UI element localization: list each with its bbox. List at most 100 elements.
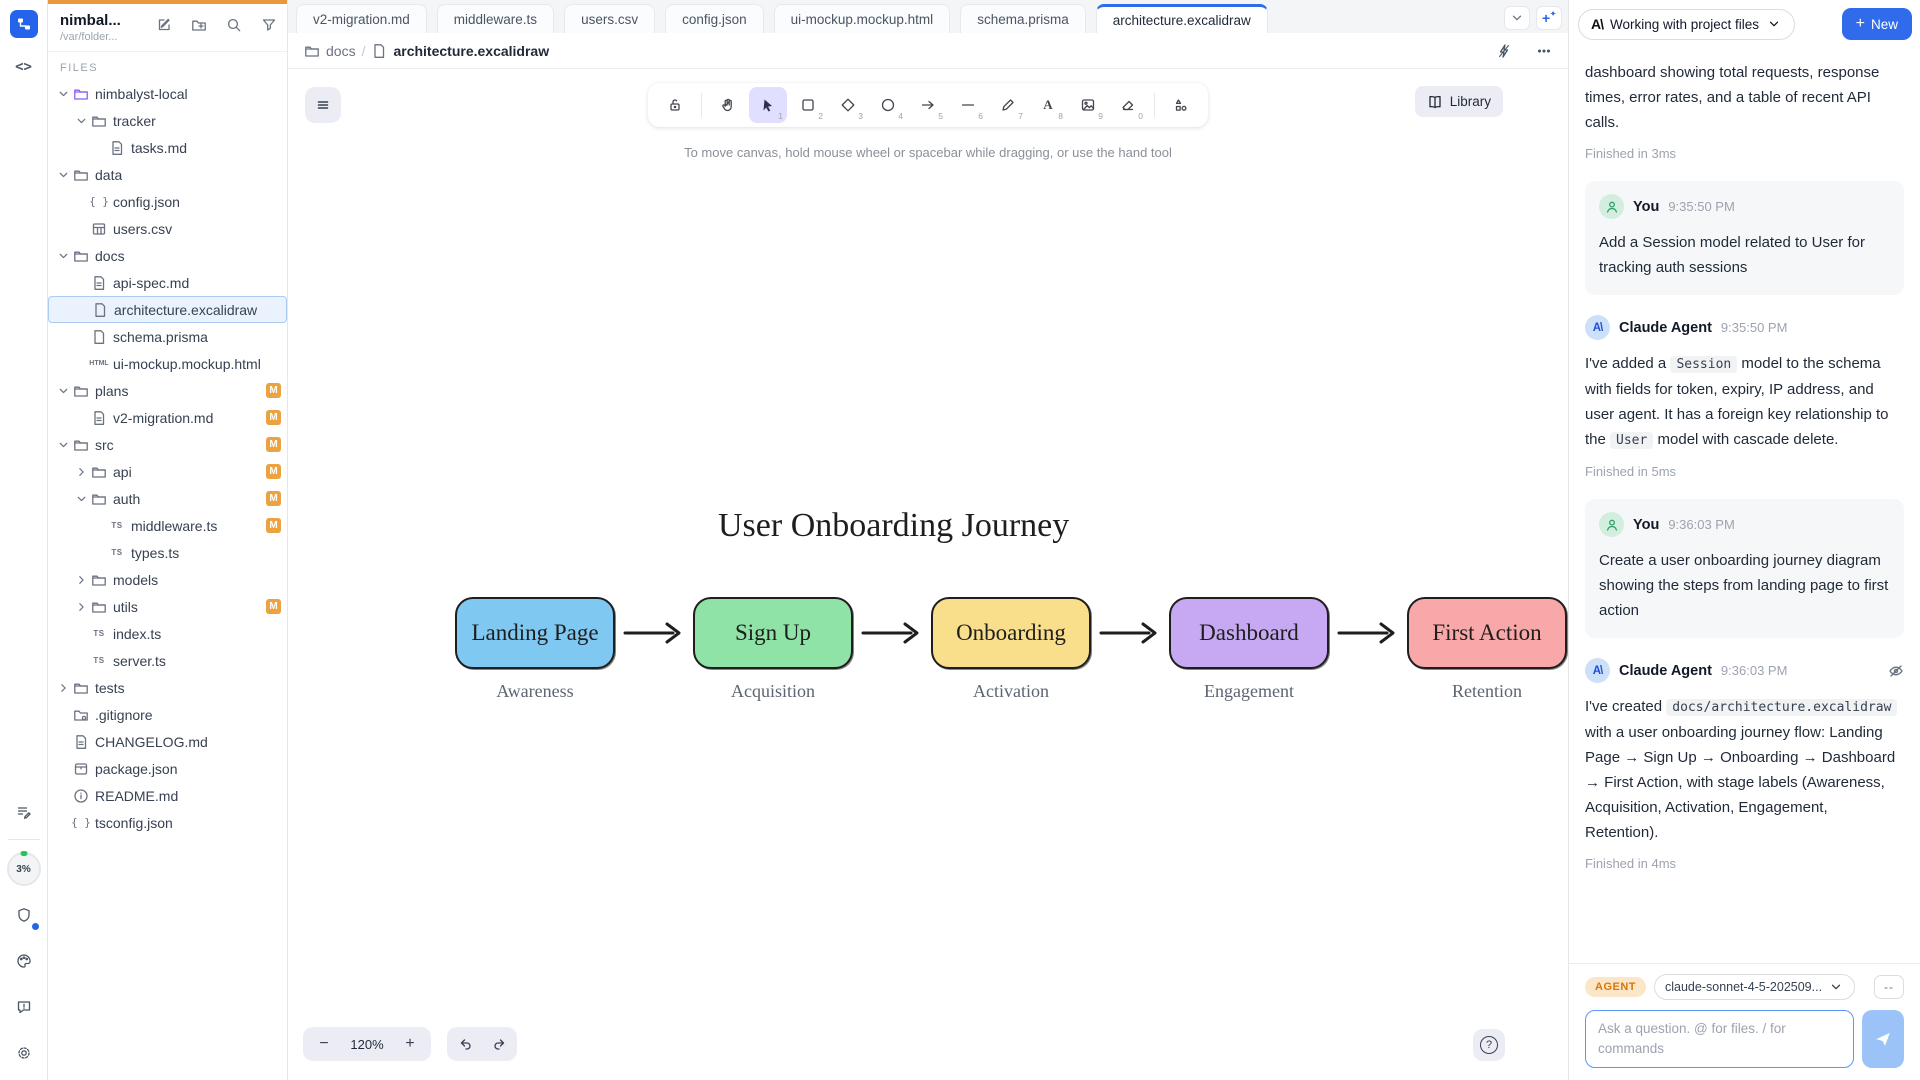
diagram-node-engagement[interactable]: Dashboard <box>1169 597 1329 669</box>
diagram-arrow[interactable] <box>1099 615 1161 651</box>
diagram-arrow[interactable] <box>623 615 685 651</box>
new-tab-button[interactable]: +✦ <box>1536 6 1562 30</box>
diamond-tool[interactable]: 3 <box>829 87 867 123</box>
tree-item-changelog-md[interactable]: CHANGELOG.md <box>48 728 287 755</box>
pencil-tool[interactable]: 7 <box>989 87 1027 123</box>
undo-button[interactable] <box>449 1027 482 1061</box>
diagram-arrow[interactable] <box>861 615 923 651</box>
message-text: Add a Session model related to User for … <box>1599 234 1865 276</box>
chevron-right-icon <box>56 680 71 696</box>
filter-icon[interactable] <box>261 17 277 33</box>
palette-icon[interactable] <box>7 944 41 978</box>
tab-label: users.csv <box>581 11 639 27</box>
hand-tool[interactable] <box>709 87 747 123</box>
breadcrumb-folder[interactable]: docs <box>326 42 356 59</box>
zap-icon[interactable] <box>1496 43 1512 59</box>
send-button[interactable] <box>1862 1010 1904 1068</box>
lock-tool[interactable] <box>656 87 694 123</box>
tree-item-package-json[interactable]: package.json <box>48 755 287 782</box>
edit-icon[interactable] <box>156 17 172 33</box>
shapes-tool[interactable] <box>1162 87 1200 123</box>
tree-item-api-spec-md[interactable]: api-spec.md <box>48 269 287 296</box>
diagram-title[interactable]: User Onboarding Journey <box>718 507 1070 544</box>
zoom-level[interactable]: 120% <box>350 1036 384 1052</box>
chevron-down-icon <box>56 437 71 453</box>
tree-item-schema-prisma[interactable]: schema.prisma <box>48 323 287 350</box>
more-options-icon[interactable] <box>1536 43 1552 59</box>
diagram-node-awareness[interactable]: Landing Page <box>455 597 615 669</box>
eraser-tool[interactable]: 0 <box>1109 87 1147 123</box>
tree-item-tracker[interactable]: tracker <box>48 107 287 134</box>
message-time: 9:36:03 PM <box>1720 663 1788 678</box>
tree-item-architecture-excalidraw[interactable]: architecture.excalidraw <box>48 296 287 323</box>
search-icon[interactable] <box>226 17 242 33</box>
app-logo-icon[interactable] <box>9 10 38 38</box>
feedback-icon[interactable] <box>7 990 41 1024</box>
tab-middleware-ts[interactable]: middleware.ts <box>436 4 555 33</box>
tree-item-tsconfig-json[interactable]: { }tsconfig.json <box>48 809 287 836</box>
model-selector[interactable]: claude-sonnet-4-5-202509... <box>1654 974 1856 1000</box>
image-tool[interactable]: 9 <box>1069 87 1107 123</box>
square-tool[interactable]: 2 <box>789 87 827 123</box>
code-icon[interactable]: <> <box>15 59 32 75</box>
diagram-node-acquisition[interactable]: Sign Up <box>693 597 853 669</box>
new-chat-button[interactable]: + New <box>1841 8 1912 40</box>
zoom-in-button[interactable]: + <box>405 1035 415 1052</box>
tree-item-config-json[interactable]: { }config.json <box>48 188 287 215</box>
tree-item-label: utils <box>113 598 138 615</box>
usage-gauge[interactable]: 3% <box>6 851 41 886</box>
composer-more-button[interactable]: -- <box>1874 975 1904 999</box>
tab-ui-mockup-mockup-html[interactable]: ui-mockup.mockup.html <box>773 4 951 33</box>
settings-gear-icon[interactable] <box>7 1036 41 1070</box>
help-button[interactable]: ? <box>1473 1029 1505 1061</box>
tree-item-readme-md[interactable]: README.md <box>48 782 287 809</box>
tree-item-data[interactable]: data <box>48 161 287 188</box>
tree-item-docs[interactable]: docs <box>48 242 287 269</box>
tree-item--gitignore[interactable]: .gitignore <box>48 701 287 728</box>
minus-tool[interactable]: 6 <box>949 87 987 123</box>
chat-input[interactable]: Ask a question. @ for files. / for comma… <box>1585 1010 1854 1068</box>
new-folder-icon[interactable] <box>191 17 207 33</box>
diagram-arrow[interactable] <box>1337 615 1399 651</box>
tree-item-tests[interactable]: tests <box>48 674 287 701</box>
tree-item-nimbalyst-local[interactable]: nimbalyst-local <box>48 80 287 107</box>
tree-item-models[interactable]: models <box>48 566 287 593</box>
context-selector[interactable]: A\ Working with project files <box>1578 8 1796 40</box>
tab-users-csv[interactable]: users.csv <box>564 4 656 33</box>
cursor-tool[interactable]: 1 <box>749 87 787 123</box>
notes-pencil-icon[interactable] <box>7 795 41 829</box>
tab-config-json[interactable]: config.json <box>665 4 764 33</box>
tab-overflow-button[interactable] <box>1504 6 1530 30</box>
library-button[interactable]: Library <box>1414 86 1503 117</box>
shield-icon[interactable] <box>7 898 41 932</box>
tree-item-tasks-md[interactable]: tasks.md <box>48 134 287 161</box>
tab-architecture-excalidraw[interactable]: architecture.excalidraw <box>1095 4 1268 33</box>
finished-status: Finished in 3ms <box>1585 146 1677 161</box>
ts-icon: TS <box>93 629 105 638</box>
arrow-right-tool[interactable]: 5 <box>909 87 947 123</box>
diagram-node-activation[interactable]: Onboarding <box>931 597 1091 669</box>
zoom-out-button[interactable]: − <box>319 1035 329 1052</box>
redo-button[interactable] <box>482 1027 515 1061</box>
canvas-menu-button[interactable] <box>305 87 341 123</box>
tab-schema-prisma[interactable]: schema.prisma <box>960 4 1086 33</box>
eye-off-icon[interactable] <box>1888 663 1904 679</box>
diagram-node-retention[interactable]: First Action <box>1407 597 1567 669</box>
agent-mode-badge[interactable]: AGENT <box>1585 977 1646 997</box>
ellipse-tool[interactable]: 4 <box>869 87 907 123</box>
tab-v2-migration-md[interactable]: v2-migration.md <box>296 4 427 33</box>
tree-item-users-csv[interactable]: users.csv <box>48 215 287 242</box>
